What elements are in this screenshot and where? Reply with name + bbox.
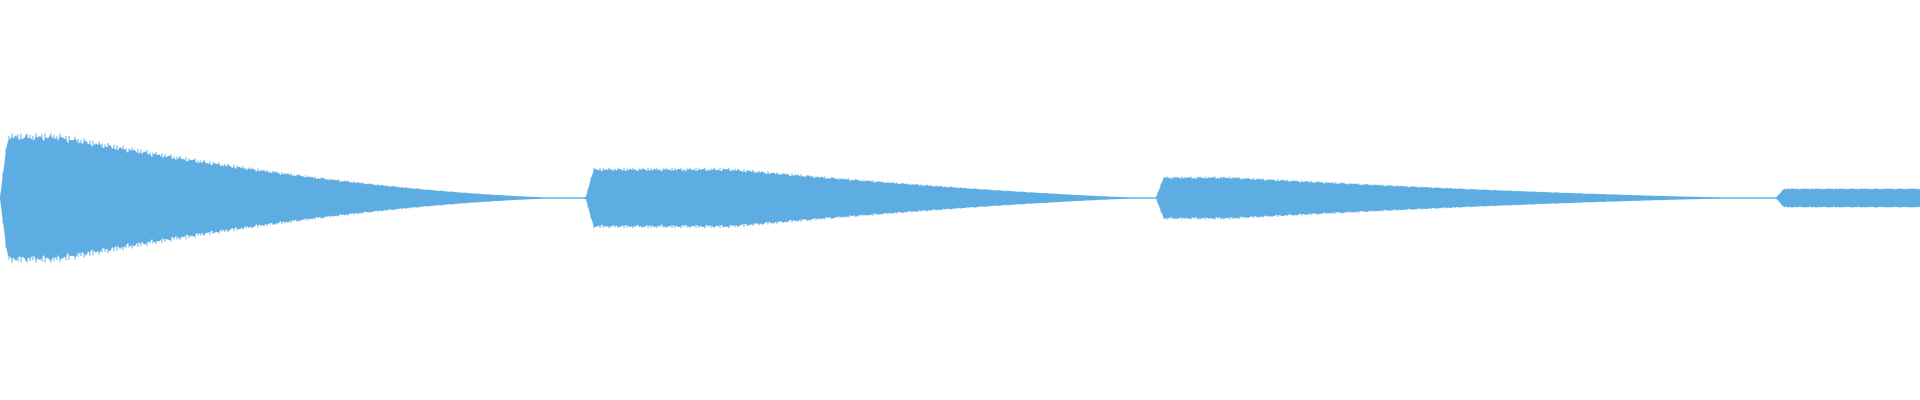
waveform-spikes bbox=[2, 133, 1920, 263]
